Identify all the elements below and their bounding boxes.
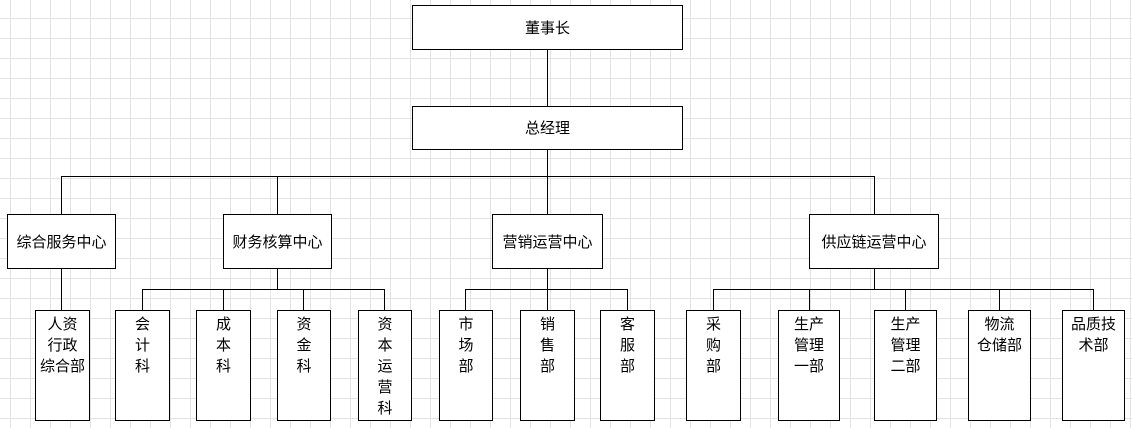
dept-node: 市 场 部 xyxy=(439,310,493,421)
node-label: 总经理 xyxy=(524,119,570,137)
dept-node: 采 购 部 xyxy=(686,310,741,421)
node-label: 供应链运营中心 xyxy=(821,232,927,251)
node-label: 资 本 运 营 科 xyxy=(377,315,393,417)
center-node-marketing: 营销运营中心 xyxy=(492,214,603,269)
node-label: 营销运营中心 xyxy=(502,232,593,251)
general-manager-node: 总经理 xyxy=(412,106,683,150)
dept-node: 品质技 术部 xyxy=(1062,310,1125,421)
node-label: 成 本 科 xyxy=(215,315,231,375)
node-label: 采 购 部 xyxy=(705,315,721,375)
node-label: 财务核算中心 xyxy=(232,232,323,251)
node-label: 客 服 部 xyxy=(619,315,635,375)
dept-node: 人资 行政 综合部 xyxy=(35,310,90,421)
node-label: 市 场 部 xyxy=(458,315,474,375)
node-label: 董事长 xyxy=(524,18,570,37)
dept-node: 成 本 科 xyxy=(196,310,251,421)
dept-node: 生产 管理 二部 xyxy=(874,310,937,421)
node-label: 生产 管理 二部 xyxy=(890,315,921,375)
chairman-node: 董事长 xyxy=(412,5,683,50)
center-node-supply-chain: 供应链运营中心 xyxy=(809,214,939,269)
dept-node: 资 金 科 xyxy=(277,310,331,421)
node-label: 生产 管理 一部 xyxy=(793,315,824,375)
node-label: 物流 仓储部 xyxy=(976,315,1022,354)
dept-node: 物流 仓储部 xyxy=(968,310,1031,421)
center-node-finance: 财务核算中心 xyxy=(223,214,332,269)
node-label: 资 金 科 xyxy=(296,315,312,375)
node-label: 品质技 术部 xyxy=(1070,315,1116,354)
dept-node: 销 售 部 xyxy=(520,310,575,421)
node-label: 销 售 部 xyxy=(539,315,555,375)
dept-node: 生产 管理 一部 xyxy=(778,310,840,421)
dept-node: 会 计 科 xyxy=(115,310,170,421)
dept-node: 客 服 部 xyxy=(600,310,655,421)
node-label: 人资 行政 综合部 xyxy=(39,315,85,375)
dept-node: 资 本 运 营 科 xyxy=(358,310,412,421)
node-label: 综合服务中心 xyxy=(16,232,107,251)
center-node-general-services: 综合服务中心 xyxy=(7,214,116,269)
node-label: 会 计 科 xyxy=(134,315,150,375)
